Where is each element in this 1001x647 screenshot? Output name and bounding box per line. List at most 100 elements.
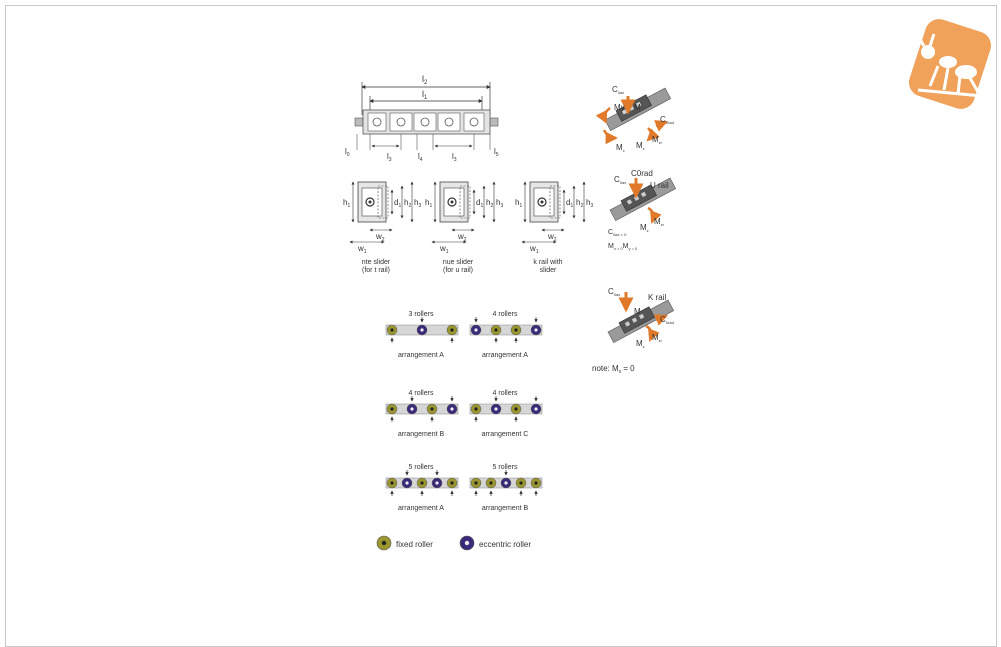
arrangement-2: 4 rollers arrangement A	[469, 311, 543, 359]
dim-l4: l4	[418, 152, 423, 163]
roller-count: 4 rollers	[493, 390, 518, 397]
k-rail-label: K rail	[648, 293, 666, 302]
u-c0rad: C0rad	[631, 169, 653, 178]
k-mzr: Mzr	[652, 333, 663, 343]
load-diagram-t-rail: C0ax My M Mx Mz Mzr C0rad	[595, 85, 674, 153]
fixed-roller-icon	[510, 324, 522, 336]
section-caption: k rail with	[533, 259, 562, 266]
u-c0ax: C0ax	[614, 175, 626, 185]
roller-count: 4 rollers	[409, 390, 434, 397]
arrangement-name: arrangement B	[482, 505, 529, 512]
section-caption-sub: (for u rail)	[443, 267, 473, 274]
arrangement-3: 4 rollers arrangement B	[385, 390, 459, 438]
roller-count: 4 rollers	[493, 311, 518, 318]
fixed-roller-icon	[530, 477, 542, 489]
fixed-roller-icon	[470, 403, 482, 415]
dim-l3b: l3	[452, 152, 457, 163]
u-mzr: Mzr	[654, 217, 665, 227]
fixed-roller-icon	[416, 477, 428, 489]
k-note: note: Mx= 0	[592, 364, 635, 375]
ant-logo-icon	[908, 19, 992, 109]
arrangement-name: arrangement A	[398, 505, 444, 512]
dim-h3: h3	[414, 198, 421, 209]
section-caption-sub: slider	[540, 267, 557, 274]
eccentric-roller-icon	[490, 403, 502, 415]
u-c0ax-zero: C0ax = 0	[608, 229, 627, 237]
k-m: M	[634, 307, 641, 316]
fixed-roller-icon	[386, 403, 398, 415]
eccentric-roller-icon	[446, 403, 458, 415]
eccentric-roller-icon	[431, 477, 443, 489]
t-m: M	[634, 103, 641, 112]
arrangement-name: arrangement A	[482, 352, 528, 359]
legend-fixed-label: fixed roller	[396, 540, 433, 549]
dim-w1: w1	[439, 244, 449, 255]
fixed-roller-icon	[446, 324, 458, 336]
eccentric-roller-icon	[470, 324, 482, 336]
u-rail-label: U rail	[650, 181, 669, 190]
top-view: l2 l1 l0 l3 l4 l3 l5	[345, 74, 499, 163]
dim-w2: w2	[457, 232, 467, 243]
u-moments-zero: Mx = 0My = 0	[608, 243, 638, 251]
dim-w2: w2	[375, 232, 385, 243]
k-mz: Mz	[636, 339, 645, 349]
dim-l1: l1	[422, 89, 428, 101]
t-mz: Mz	[636, 141, 645, 151]
u-mz: Mz	[640, 223, 649, 233]
section-caption: nue slider	[443, 259, 474, 266]
fixed-roller-icon	[376, 535, 392, 551]
dim-d1: d1	[394, 198, 401, 209]
dim-h2: h2	[486, 198, 493, 209]
t-my: My	[614, 103, 625, 112]
eccentric-roller-icon	[500, 477, 512, 489]
t-c0ax: C0ax	[612, 85, 624, 95]
t-mzr: Mzr	[652, 135, 663, 145]
dim-w2: w2	[547, 232, 557, 243]
dim-h1: h1	[515, 198, 522, 209]
dim-d1: d1	[476, 198, 483, 209]
fixed-roller-icon	[446, 477, 458, 489]
arrangement-4: 4 rollers arrangement C	[469, 390, 543, 438]
arrangement-name: arrangement B	[398, 431, 445, 438]
dim-w1: w1	[357, 244, 367, 255]
dim-d1: d1	[566, 198, 573, 209]
section-caption-sub: (for t rail)	[362, 267, 390, 274]
t-c0rad: C0rad	[660, 115, 674, 125]
dim-h1: h1	[425, 198, 432, 209]
k-c0ax: C0ax	[608, 287, 620, 297]
fixed-roller-icon	[386, 324, 398, 336]
dim-w1: w1	[529, 244, 539, 255]
eccentric-roller-icon	[416, 324, 428, 336]
fixed-roller-icon	[386, 477, 398, 489]
dim-h2: h2	[576, 198, 583, 209]
arrangement-name: arrangement A	[398, 352, 444, 359]
fixed-roller-icon	[515, 477, 527, 489]
fixed-roller-icon	[485, 477, 497, 489]
t-mx: Mx	[616, 143, 625, 153]
dim-l0: l0	[345, 147, 350, 158]
eccentric-roller-icon	[530, 403, 542, 415]
eccentric-roller-icon	[459, 535, 475, 551]
roller-count: 5 rollers	[493, 464, 518, 471]
section-caption: nte slider	[362, 259, 391, 266]
dim-l5: l5	[494, 147, 499, 158]
eccentric-roller-icon	[406, 403, 418, 415]
arrangement-name: arrangement C	[482, 431, 529, 438]
eccentric-roller-icon	[530, 324, 542, 336]
dim-l3a: l3	[387, 152, 392, 163]
dim-h3: h3	[586, 198, 593, 209]
k-c0rad: C0rad	[660, 315, 674, 325]
load-diagram-k-rail: C0ax K rail M C0rad Mz Mzr note: Mx= 0	[592, 287, 675, 375]
dim-h3: h3	[496, 198, 503, 209]
dim-l2: l2	[422, 74, 428, 86]
fixed-roller-icon	[426, 403, 438, 415]
fixed-roller-icon	[490, 324, 502, 336]
legend-eccentric-label: eccentric roller	[479, 540, 531, 549]
